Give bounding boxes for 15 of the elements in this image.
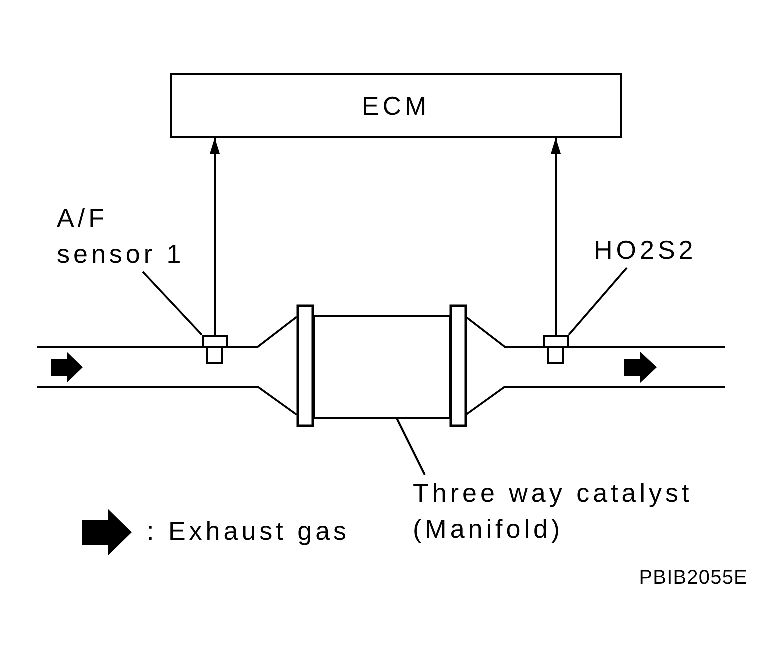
- control-unit-box: [170, 73, 622, 138]
- unit-label: ECM: [362, 90, 430, 122]
- figure-code: PBIB2055E: [639, 567, 748, 589]
- signal-arrow: [551, 138, 561, 335]
- catalyst-label: Three way catalyst (Manifold): [413, 475, 713, 547]
- leader-line: [396, 418, 426, 476]
- sensor-label: HO2S2: [594, 232, 704, 268]
- catalyst-body: [313, 315, 451, 419]
- sensor-symbol: [543, 335, 569, 364]
- signal-arrow: [210, 138, 220, 335]
- sensor-symbol: [202, 335, 228, 364]
- leader-line: [142, 271, 203, 336]
- leader-line: [568, 267, 628, 336]
- sensor-label: A/F sensor 1: [57, 200, 197, 272]
- legend-label: : Exhaust gas: [147, 515, 350, 548]
